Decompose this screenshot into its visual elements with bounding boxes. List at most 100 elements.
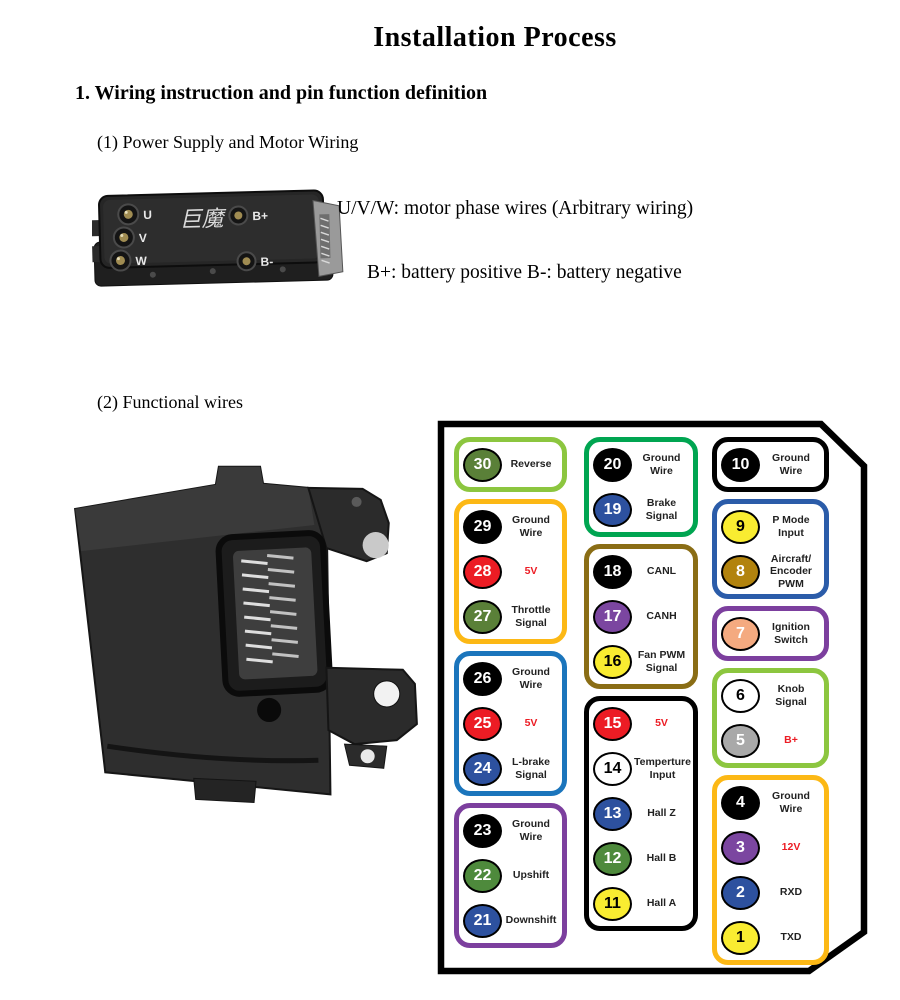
subsection-1-heading: (1) Power Supply and Motor Wiring: [97, 132, 359, 152]
pin-19-label: Brake Signal: [645, 497, 678, 522]
pin-22-circle: 22: [463, 858, 502, 893]
section-heading: 1. Wiring instruction and pin function d…: [75, 82, 488, 104]
pin-9-circle: 9: [721, 509, 760, 544]
lower-mount-hole: [373, 680, 401, 708]
pin-14-label: Temperture Input: [634, 756, 691, 781]
terminal-u: [117, 203, 140, 226]
controller-top-photo: U V W 巨魔 B+ B-: [92, 189, 344, 287]
pin-10-circle: 10: [721, 447, 760, 482]
pin-9-label: P Mode Input: [772, 514, 810, 539]
pin-8-circle: 8: [721, 554, 760, 589]
pin-5-circle: 5: [721, 723, 760, 758]
pin-18-label: CANL: [646, 565, 677, 578]
contact-pins: [241, 553, 299, 664]
connector-housing-photo: [73, 465, 418, 803]
pin-6-label: Knob Signal: [775, 683, 807, 708]
lower-bracket: [325, 666, 418, 746]
pin-row-24: 24 L-brake Signal: [459, 746, 562, 791]
pin-26-label: Ground Wire: [512, 666, 550, 691]
pin-13-label: Hall Z: [647, 807, 676, 820]
pin-3-circle: 3: [721, 830, 760, 865]
pin-row-3: 3 12V: [717, 825, 824, 870]
pin-12-label: Hall B: [646, 852, 677, 865]
pin-17-label: CANH: [646, 610, 677, 623]
terminal-v-label: V: [139, 231, 147, 245]
pin-7-circle: 7: [721, 616, 760, 651]
pin-21-label: Downshift: [505, 914, 557, 927]
pin-row-27: 27 Throttle Signal: [459, 594, 562, 639]
terminal-b-plus-label: B+: [252, 209, 268, 223]
pin-row-10: 10 Ground Wire: [717, 442, 824, 487]
page-title: Installation Process: [373, 22, 617, 53]
pin-20-label: Ground Wire: [642, 452, 681, 477]
vent-hole: [257, 697, 282, 723]
pin-23-circle: 23: [463, 813, 502, 848]
pin-3-label: 12V: [781, 841, 801, 854]
pin-27-circle: 27: [463, 599, 502, 634]
pin-25-circle: 25: [463, 706, 502, 741]
pin-row-13: 13 Hall Z: [589, 791, 693, 836]
pin-row-19: 19 Brake Signal: [589, 487, 693, 532]
pin-24-label: L-brake Signal: [512, 756, 550, 781]
pin-27-label: Throttle Signal: [511, 604, 551, 629]
small-mount-hole: [360, 749, 375, 764]
pin-1-circle: 1: [721, 920, 760, 955]
subsection-2-heading: (2) Functional wires: [97, 392, 243, 412]
pin-15-circle: 15: [593, 706, 632, 741]
pin-15-label: 5V: [655, 717, 668, 730]
pin-26-circle: 26: [463, 661, 502, 696]
pin-11-label: Hall A: [646, 897, 677, 910]
pin-13-circle: 13: [593, 796, 632, 831]
pin-19-circle: 19: [593, 492, 632, 527]
pin-2-label: RXD: [779, 886, 803, 899]
battery-note: B+: battery positive B-: battery negativ…: [367, 262, 682, 283]
pin-16-circle: 16: [593, 644, 632, 679]
pin-receptacle: [215, 530, 333, 697]
terminal-b-minus: [236, 251, 257, 272]
pin-row-15: 15 5V: [589, 701, 693, 746]
terminal-b-minus-label: B-: [260, 255, 273, 269]
pin-30-label: Reverse: [510, 458, 552, 471]
pin-row-1: 1 TXD: [717, 915, 824, 960]
ignition-group: 7 Ignition Switch: [712, 606, 829, 661]
pin-24-circle: 24: [463, 751, 502, 786]
pin-28-circle: 28: [463, 554, 502, 589]
pin-10-label: Ground Wire: [772, 452, 810, 477]
connector-teeth: [320, 217, 330, 264]
pin-row-7: 7 Ignition Switch: [717, 611, 824, 656]
pin-1-label: TXD: [780, 931, 802, 944]
pin-7-label: Ignition Switch: [772, 621, 810, 646]
terminal-w-label: W: [135, 254, 147, 268]
pin-4-label: Ground Wire: [772, 790, 810, 815]
pin-28-label: 5V: [524, 565, 538, 578]
brand-text: 巨魔: [179, 207, 228, 233]
pin-21-circle: 21: [463, 903, 502, 938]
pin-row-26: 26 Ground Wire: [459, 656, 562, 701]
upper-mount-hole: [362, 532, 389, 559]
pin-4-circle: 4: [721, 785, 760, 820]
pin-17-circle: 17: [593, 599, 632, 634]
pin-29-circle: 29: [463, 509, 502, 544]
pin-14-circle: 14: [593, 751, 632, 786]
pin-row-28: 28 5V: [459, 549, 562, 594]
